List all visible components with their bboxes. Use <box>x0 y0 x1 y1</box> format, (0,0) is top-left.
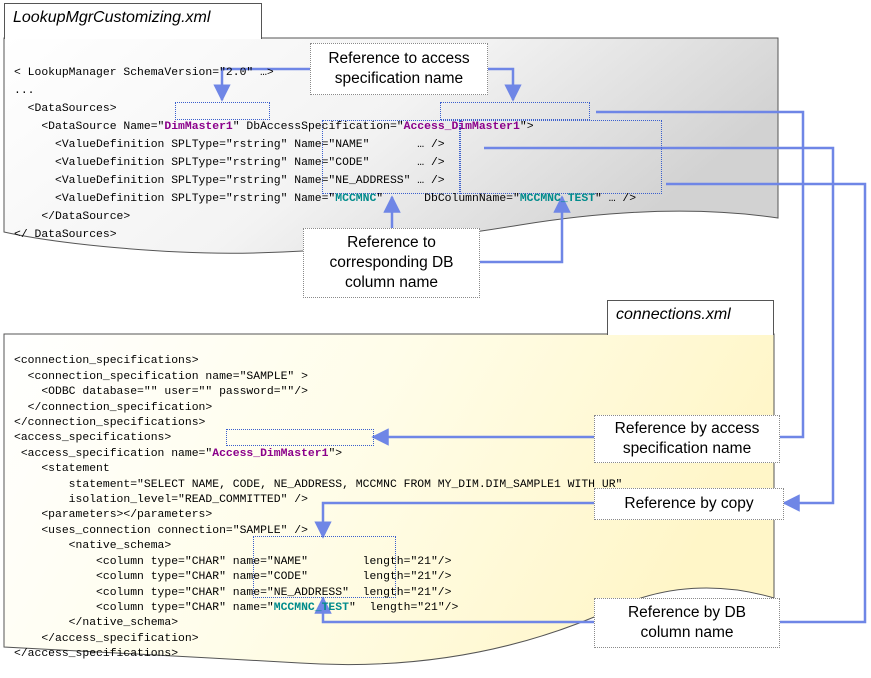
arrow-by-access <box>371 110 805 446</box>
code-line: <connection_specification name="SAMPLE" … <box>14 370 308 383</box>
access-spec-value: Access_DimMaster1 <box>403 121 520 133</box>
code-line: <uses_connection connection="SAMPLE" /> <box>14 524 308 537</box>
access-spec-name-value: Access_DimMaster1 <box>212 447 329 460</box>
code-line: </DataSource> <box>14 211 131 223</box>
callout-by-db-column: Reference by DB column name <box>594 598 780 648</box>
callout-by-access: Reference by access specification name <box>594 415 780 463</box>
mccmnc-value: MCCMNC <box>335 193 377 205</box>
code-line: </connection_specifications> <box>14 417 206 430</box>
code-line: <ValueDefinition SPLType="rstring" Name=… <box>14 157 445 169</box>
code-line: </ DataSources> <box>14 229 117 241</box>
code-line: < LookupManager SchemaVersion="2.0" …> <box>14 67 274 79</box>
dimmaster-value: DimMaster1 <box>164 121 233 133</box>
access-name-highlight <box>440 102 590 120</box>
code-line: <ValueDefinition SPLType="rstring" Name=… <box>14 193 637 205</box>
arrow-by-copy <box>484 146 835 512</box>
name-column-highlight <box>322 120 460 194</box>
code-line: <column type="CHAR" name="NE_ADDRESS" le… <box>14 586 452 599</box>
arrow-to-mccmnc-test <box>480 195 571 264</box>
code-line: <access_specification name="Access_DimMa… <box>14 447 343 460</box>
code-line: </access_specification> <box>14 632 199 645</box>
file2-document-shape <box>3 333 775 666</box>
code-line: <ODBC database="" user="" password=""/> <box>14 386 308 399</box>
code-line: <native_schema> <box>14 540 172 553</box>
arrow-by-copy-down <box>314 501 594 539</box>
code-line: <statement <box>14 463 110 476</box>
mccmnc-test-value: MCCMNC_TEST <box>519 193 596 205</box>
file1-code: < LookupManager SchemaVersion="2.0" …>..… <box>14 46 636 262</box>
arrow-to-access-name <box>488 67 522 102</box>
column-mccmnc-test-value: MCCMNC_TEST <box>273 601 349 614</box>
code-line: <ValueDefinition SPLType="rstring" Name=… <box>14 175 445 187</box>
code-line: isolation_level="READ_COMMITTED" /> <box>14 494 308 507</box>
file2-code: <connection_specifications> <connection_… <box>14 339 622 678</box>
access-spec-name-highlight <box>226 429 374 446</box>
dbcolumn-highlight <box>460 120 662 194</box>
code-line: <access_specifications> <box>14 432 172 445</box>
code-line: <ValueDefinition SPLType="rstring" Name=… <box>14 139 445 151</box>
callout-db-column-ref: Reference to corresponding DB column nam… <box>303 228 480 298</box>
callout-by-copy: Reference by copy <box>594 488 784 520</box>
native-schema-names-highlight <box>253 536 396 598</box>
code-line: </access_specifications> <box>14 648 179 661</box>
arrow-by-db-column <box>314 182 867 624</box>
code-line: <parameters></parameters> <box>14 509 213 522</box>
code-line: <column type="CHAR" name="MCCMNC_TEST" l… <box>14 601 459 614</box>
code-line: </connection_specification> <box>14 401 213 414</box>
file2-title: connections.xml <box>607 300 774 335</box>
code-line: <column type="CHAR" name="CODE" length="… <box>14 571 452 584</box>
code-line: statement="SELECT NAME, CODE, NE_ADDRESS… <box>14 478 623 491</box>
code-line: <column type="CHAR" name="NAME" length="… <box>14 555 452 568</box>
arrow-to-dimmaster <box>213 67 310 102</box>
code-line: </native_schema> <box>14 617 179 630</box>
file1-title: LookupMgrCustomizing.xml <box>4 3 262 39</box>
code-line: <DataSource Name="DimMaster1" DbAccessSp… <box>14 121 534 133</box>
callout-access-spec-ref: Reference to access specification name <box>310 43 488 95</box>
code-line: <connection_specifications> <box>14 355 199 368</box>
code-line: <DataSources> <box>14 103 117 115</box>
dimmaster-highlight <box>175 102 270 120</box>
code-line: ... <box>14 85 35 97</box>
